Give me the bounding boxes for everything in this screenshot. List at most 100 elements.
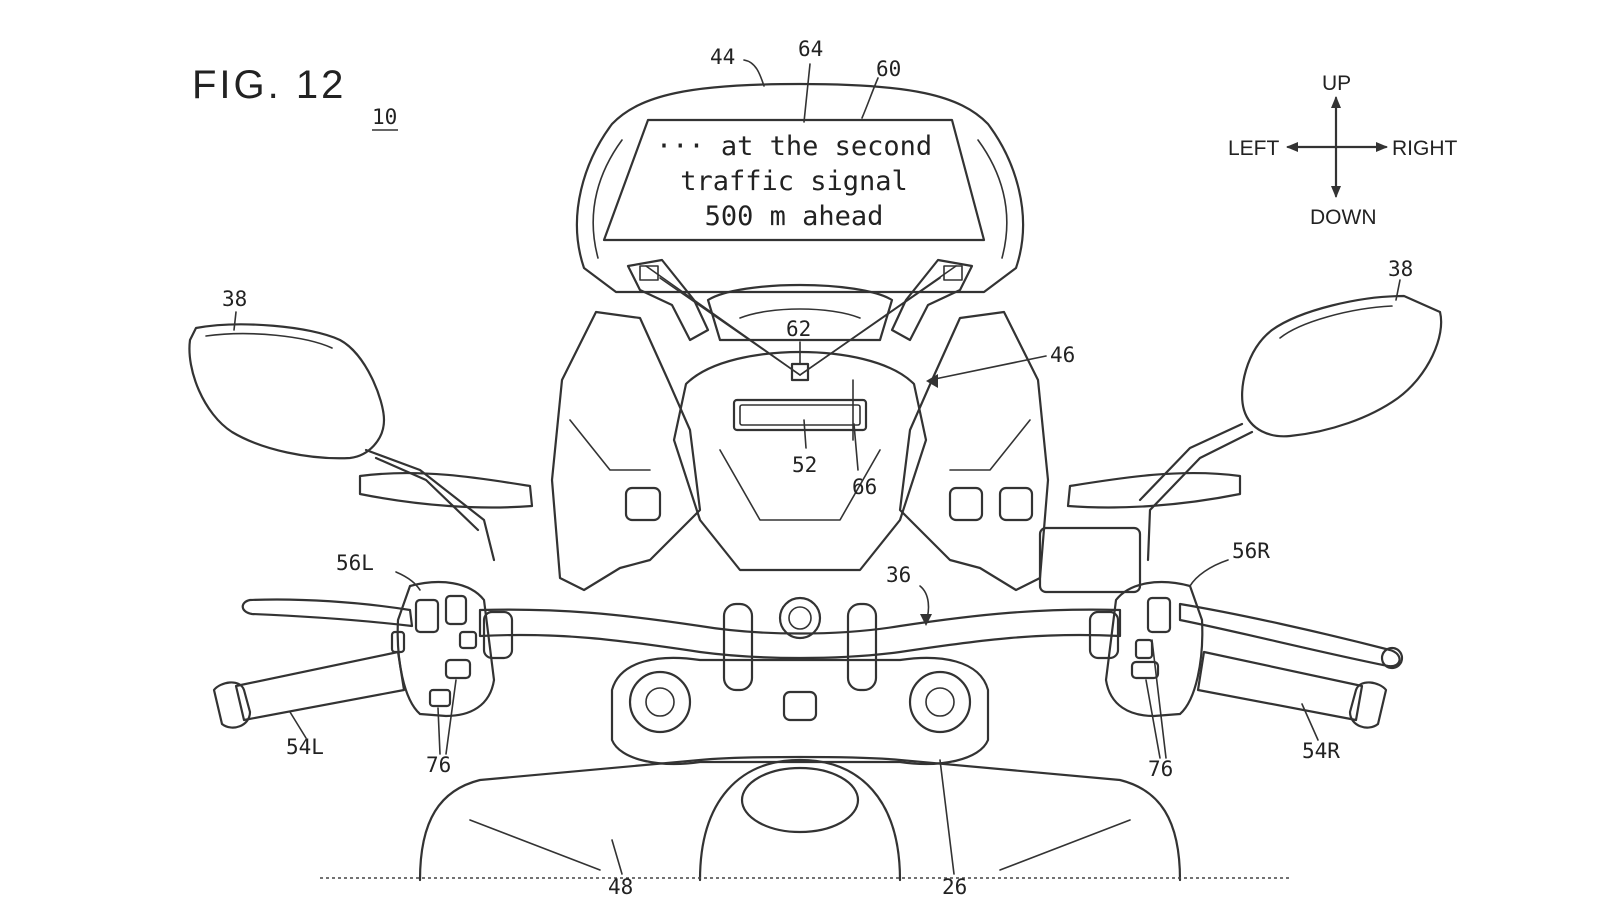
fork-cap-left-icon: [628, 670, 692, 734]
bar-end-right-icon: [1348, 681, 1388, 729]
label-60: 60: [876, 57, 901, 81]
top-bridge-26: [610, 596, 990, 765]
nacelle-outline: [672, 350, 928, 572]
grip-right-body: [1196, 650, 1364, 722]
arrow-up-icon: [1331, 96, 1341, 108]
label-38-right: 38: [1388, 257, 1413, 281]
cowl-46: [550, 310, 1050, 592]
windshield: [575, 82, 1025, 294]
label-48: 48: [608, 875, 633, 899]
switch-button-left-panel: [624, 486, 662, 522]
direction-right: RIGHT: [1392, 137, 1458, 160]
grip-left-body: [234, 650, 406, 722]
label-36: 36: [886, 563, 911, 587]
tank-center: [698, 758, 902, 882]
mount-left-icon: [639, 265, 659, 281]
button-left-2: [444, 594, 468, 626]
switch-56R: [1088, 580, 1204, 718]
arrow-left-icon: [1286, 142, 1298, 152]
label-26: 26: [942, 875, 967, 899]
label-52: 52: [792, 453, 817, 477]
handlebar-tube: [478, 608, 1122, 660]
switch-56L: [390, 580, 514, 718]
meter-52: [732, 398, 868, 432]
mirror-left: [188, 323, 496, 562]
bar-end-left-icon: [212, 681, 252, 729]
label-44: 44: [710, 45, 735, 69]
label-46: 46: [1050, 343, 1075, 367]
hud-screen-outline: [602, 118, 986, 242]
arrow-down-icon: [1331, 186, 1341, 198]
label-66: 66: [852, 475, 877, 499]
switch-button-right-panel-a: [948, 486, 984, 522]
bar-clamp-left: [482, 610, 514, 660]
arrow-right-icon: [1376, 142, 1388, 152]
fork-riser-right: [846, 602, 878, 692]
leader-lines: [233, 59, 1401, 875]
direction-compass: UP DOWN LEFT RIGHT: [1228, 72, 1458, 229]
button-left-76b: [428, 688, 452, 708]
direction-up: UP: [1322, 72, 1351, 95]
windshield-edge-right: [977, 139, 1008, 259]
meter-hood: [706, 283, 894, 342]
label-76-right: 76: [1148, 757, 1173, 781]
steering-stem-nut-icon: [778, 596, 822, 640]
windshield-edge-left: [592, 139, 623, 259]
handlebar-36: [478, 608, 1122, 660]
fuel-tank-48: [418, 755, 1182, 882]
direction-down: DOWN: [1310, 206, 1377, 229]
mirror-left-glass: [188, 323, 386, 460]
projection-lines: [645, 265, 957, 376]
hud-text-line2: traffic signal: [680, 166, 908, 197]
label-38-left: 38: [222, 287, 247, 311]
mirror-right-glass: [1241, 294, 1443, 438]
tank-outline: [418, 755, 1182, 882]
label-56R: 56R: [1232, 539, 1270, 563]
label-62: 62: [786, 317, 811, 341]
windshield-outline: [575, 82, 1025, 294]
switch-button-right-panel-b: [998, 486, 1034, 522]
center-nacelle: [672, 350, 928, 572]
direction-left: LEFT: [1228, 137, 1280, 160]
button-right-76: [1130, 660, 1160, 680]
button-right-2: [1134, 638, 1154, 660]
button-right-1: [1146, 596, 1172, 634]
hud-text-line1: ··· at the second: [656, 131, 932, 162]
brake-lever-tip-icon: [1380, 646, 1404, 670]
switch-housing-right: [1104, 580, 1204, 718]
figure-title: FIG. 12: [192, 63, 346, 107]
bar-clamp-right: [1088, 610, 1120, 660]
side-box-right: [1038, 526, 1142, 594]
cowl-right: [898, 310, 1050, 592]
screen-stays: [626, 258, 974, 342]
mirror-right-stem: [1146, 430, 1254, 562]
reference-numerals: 44 64 60 38 38 62 46 52 66 36 56L 56R 54…: [222, 37, 1413, 899]
hud-screen: ··· at the second traffic signal 500 m a…: [602, 118, 986, 242]
grip-54L: [212, 650, 406, 729]
label-54R: 54R: [1302, 739, 1340, 763]
hand-guard-left: [358, 471, 534, 509]
mirror-left-stem: [364, 448, 496, 562]
fuel-cap-icon: [740, 766, 860, 834]
hand-guard-right: [1066, 471, 1242, 509]
button-left-76a: [444, 658, 472, 680]
hud-text-line3: 500 m ahead: [705, 201, 884, 232]
clutch-lever: [241, 598, 414, 628]
fork-cap-right-icon: [908, 670, 972, 734]
button-left-1: [414, 598, 440, 634]
label-76-left: 76: [426, 753, 451, 777]
button-left-3: [458, 630, 478, 650]
grip-54R: [1196, 650, 1388, 729]
mirror-right: [1138, 294, 1443, 562]
stem-bolt-icon: [782, 690, 818, 722]
brake-lever: [1178, 602, 1401, 668]
label-64: 64: [798, 37, 823, 61]
fork-riser-left: [722, 602, 754, 692]
ref-main-number: 10: [372, 105, 397, 129]
mount-right-icon: [943, 265, 963, 281]
cowl-left: [550, 310, 702, 592]
label-56L: 56L: [336, 551, 374, 575]
label-54L: 54L: [286, 735, 324, 759]
